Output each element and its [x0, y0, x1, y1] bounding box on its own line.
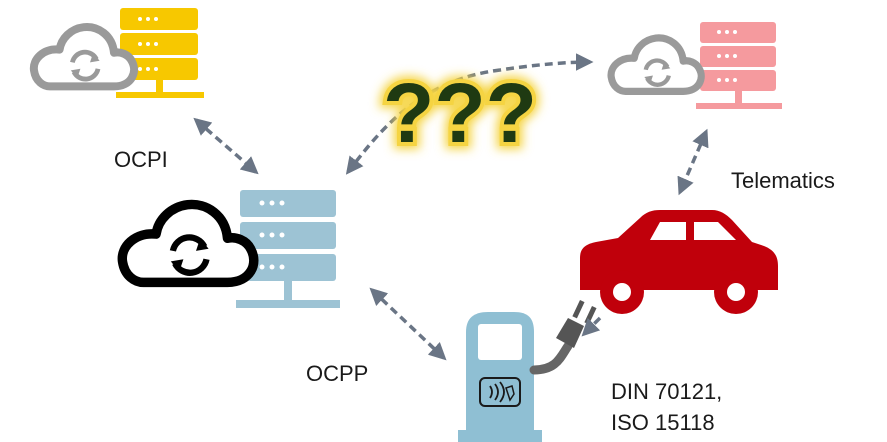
ocpp-arrow — [369, 287, 447, 361]
telematics-label: Telematics — [731, 168, 835, 193]
cloud-sync-icon — [607, 34, 705, 95]
car-icon — [580, 210, 778, 314]
standards-label-line1: DIN 70121, — [611, 379, 723, 404]
ocpi-label: OCPI — [114, 147, 168, 172]
car-to-charger-link — [581, 316, 602, 337]
server-rack-icon — [236, 190, 340, 308]
plug-icon — [556, 299, 597, 348]
svg-text:???: ??? — [383, 66, 537, 160]
charging-cable — [529, 341, 573, 375]
unknown-link-arrow — [345, 53, 594, 175]
unknown-protocol-label: ??? ??? ??? — [376, 59, 544, 167]
svg-text:???: ??? — [383, 66, 537, 160]
cloud-sync-icon — [29, 23, 138, 91]
cloud-sync-icon — [117, 199, 259, 288]
server-rack-icon — [116, 8, 204, 98]
contactless-payment-icon — [479, 377, 521, 407]
server-rack-icon — [696, 22, 782, 109]
svg-text:???: ??? — [383, 66, 537, 160]
ocpp-label: OCPP — [306, 361, 369, 386]
standards-label-line2: ISO 15118 — [611, 410, 715, 435]
connection-arrows — [193, 53, 709, 361]
telematics-backend-group — [607, 22, 782, 109]
ocpi-arrow — [193, 117, 259, 175]
ocpi-backend-group — [29, 8, 204, 98]
telematics-arrow — [677, 128, 709, 196]
charging-station-icon — [458, 299, 597, 442]
central-backend-group — [117, 190, 340, 308]
